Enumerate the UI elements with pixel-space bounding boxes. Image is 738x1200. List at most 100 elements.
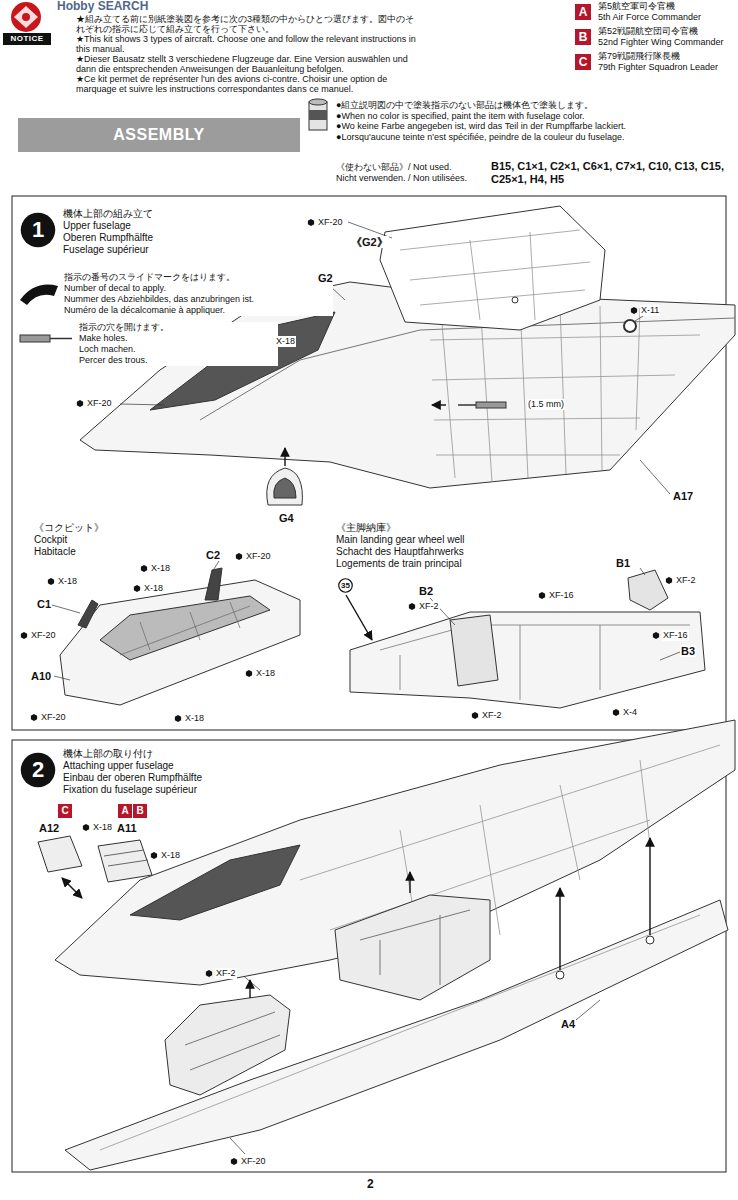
- heading-column: 第5航空軍司令官機5th Air Force Commander: [598, 1, 701, 22]
- paint-callout: X-18: [143, 583, 164, 594]
- decal-number-text: 35: [341, 582, 350, 590]
- assembly-drawing: [556, 971, 564, 979]
- paint-marker: [31, 714, 37, 721]
- instruction-text: ●When no color is specified, paint the i…: [335, 111, 627, 122]
- text-column: ●組立説明図の中で塗装指示のない部品は機体色で塗装します。●When no co…: [335, 100, 627, 142]
- wheel-well-drawing: [350, 612, 705, 708]
- part-number: A12: [38, 822, 60, 834]
- instruction-text: Nicht verwenden. / Non utilisées.: [335, 173, 468, 184]
- assembly-arrow: [432, 404, 446, 405]
- heading-column: 機体上部の組み立てUpper fuselageOberen Rumpfhälft…: [63, 208, 153, 256]
- paint-callout: XF-20: [245, 551, 272, 562]
- instruction-text: Nummer des Abziehbildes, das anzubringen…: [63, 294, 333, 305]
- drill-in-drawing: [458, 402, 506, 408]
- instruction-text: Loch machen.: [78, 344, 278, 355]
- heading-text: Fuselage supérieur: [63, 244, 153, 256]
- cockpit-drawing: [100, 596, 270, 660]
- parts-a11-a12: [38, 836, 82, 872]
- assembly-arrow: [62, 878, 82, 898]
- paint-marker: [472, 712, 478, 719]
- circle-outline: [21, 753, 56, 788]
- logo: [22, 13, 30, 21]
- heading-text: 79th Fighter Squadron Leader: [598, 62, 718, 73]
- wheel-well-drawing: [350, 570, 705, 708]
- paint-marker: [613, 709, 619, 716]
- heading-column: 第79戦闘飛行隊長機79th Fighter Squadron Leader: [598, 51, 718, 72]
- paint-callout: X-18: [255, 668, 276, 679]
- instruction-text: Number of decal to apply.: [63, 283, 333, 294]
- dimension: (1.5 mm): [527, 399, 565, 410]
- parts-a11-a12: [104, 850, 148, 866]
- part-number: B2: [418, 585, 434, 597]
- part-g4: [274, 478, 296, 498]
- paint-marker: [231, 1158, 237, 1165]
- assembly-arrow: [346, 595, 372, 640]
- assembly-drawing: [335, 895, 490, 1000]
- instruction-text: 《主脚納庫》: [335, 522, 465, 534]
- text-column: 指示の穴を開けます。Make holes.Loch machen.Percer …: [78, 322, 278, 366]
- heading-text: 機体上部の取り付け: [63, 748, 202, 760]
- leader-line: [52, 605, 80, 613]
- heading-text: Upper fuselage: [63, 220, 153, 232]
- cockpit-drawing: [78, 600, 98, 628]
- part-number: A11: [116, 822, 138, 834]
- parts-a11-a12: [38, 836, 152, 882]
- upper-fuselage-drawing: [430, 300, 700, 482]
- paint-marker: [539, 592, 545, 599]
- leader-line: [54, 676, 70, 680]
- paint-callout: XF-20: [317, 217, 344, 228]
- leader-line: [52, 222, 680, 1154]
- paint-callout: XF-20: [86, 398, 113, 409]
- paint-callout: XF-2: [418, 601, 440, 612]
- drill-icon: [20, 335, 50, 342]
- part-number: A17: [672, 490, 694, 502]
- notice-badge-text: NOTICE: [10, 35, 43, 43]
- paint-marker: [653, 632, 659, 639]
- part-number: G4: [278, 512, 295, 524]
- paint-callout: XF-2: [481, 710, 503, 721]
- part-number: B3: [680, 645, 696, 657]
- upper-fuselage-drawing: [200, 318, 735, 420]
- assembly-arrow: [409, 872, 410, 893]
- heading-text: 5th Air Force Commander: [598, 12, 701, 23]
- option-box-text: C: [579, 56, 588, 68]
- leader-line: [640, 568, 645, 575]
- decal-number: 35: [338, 578, 353, 593]
- assembly-drawing: [130, 845, 300, 920]
- assembly-arrow: [559, 888, 560, 970]
- instruction-text: ●Lorsqu'aucune teinte n'est spécifiée, p…: [335, 132, 627, 143]
- paint-marker: [236, 553, 242, 560]
- ring-x11: [624, 320, 636, 332]
- paint-callout: X-18: [150, 563, 171, 574]
- paint-callout: X-18: [275, 336, 296, 347]
- instruction-text: 《コクピット》: [33, 522, 105, 534]
- logo: [14, 6, 38, 28]
- paint-callout: XF-16: [548, 590, 575, 601]
- assembly-drawing: [55, 720, 735, 1170]
- part-number: 《G2》: [350, 236, 389, 248]
- paint-marker: [308, 219, 314, 226]
- drill-in-drawing: [476, 402, 506, 408]
- heading-column: 機体上部の取り付けAttaching upper fuselageEinbau …: [63, 748, 202, 796]
- cockpit-drawing: [60, 580, 300, 705]
- leader-line: [640, 460, 670, 494]
- heading-text: 第52戦闘航空団司令官機: [598, 26, 724, 37]
- step-number-text: 2: [32, 759, 44, 781]
- paint-callout: XF-16: [662, 630, 689, 641]
- paint-marker: [141, 565, 147, 572]
- paint-marker: [206, 970, 212, 977]
- paint-marker: [151, 852, 157, 859]
- option-box-text: C: [61, 806, 68, 816]
- text-column: 《使わない部品》/ Not used.Nicht verwenden. / No…: [335, 162, 468, 184]
- paint-marker: [246, 670, 252, 677]
- step-number: 1機体上部の組み立てUpper fuselageOberen Rumpfhälf…: [20, 212, 56, 248]
- assembly-arrow: [249, 980, 250, 998]
- paint-marker-group: [21, 219, 672, 1165]
- option-box: A第5航空軍司令官機5th Air Force Commander: [575, 4, 591, 20]
- drill-icon: [50, 338, 72, 340]
- part-g4: [267, 468, 303, 505]
- logo: [11, 2, 41, 32]
- instruction-text: Make holes.: [78, 333, 278, 344]
- paint-callout: XF-20: [30, 630, 57, 641]
